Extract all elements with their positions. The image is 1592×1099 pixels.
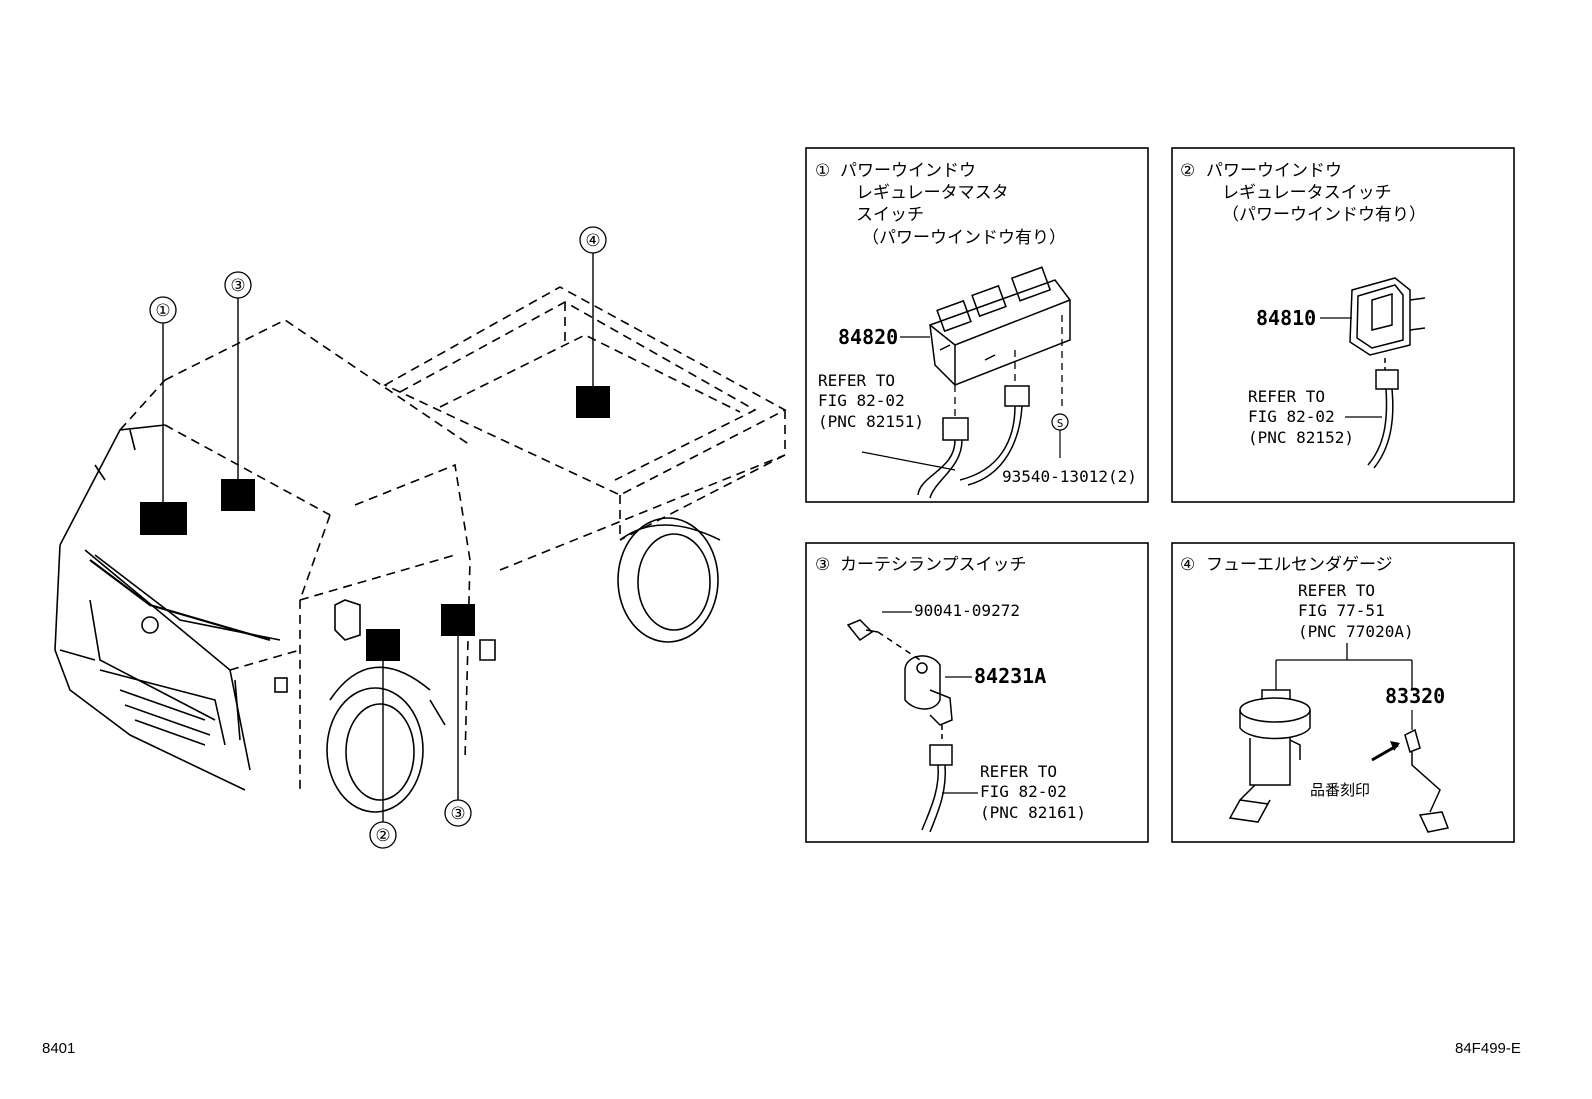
panel-4-note: 品番刻印: [1310, 781, 1370, 799]
callout-leaders: [162, 253, 594, 822]
marker-3-lower: [441, 604, 475, 636]
marker-1: [140, 502, 187, 535]
panel-2-title-3: （パワーウインドウ有り）: [1222, 205, 1426, 225]
panel-3: ③ カーテシランプスイッチ 90041-09272 84231A REFER T…: [805, 542, 1149, 843]
panel-3-ref-3: (PNC 82161): [980, 803, 1086, 822]
callout-3-bottom: ③: [444, 799, 472, 827]
panel-2-part: 84810: [1256, 306, 1316, 330]
panel-4-ref-2: FIG 77-51: [1298, 601, 1385, 620]
panel-3-num: ③: [815, 555, 830, 575]
truck-illustration: [54, 286, 787, 813]
panel-4-part: 83320: [1385, 684, 1445, 708]
panel-1-sub-part: 93540-13012(2): [1002, 467, 1137, 486]
panel-2-ref-2: FIG 82-02: [1248, 407, 1335, 426]
panel-1-ref-1: REFER TO: [818, 371, 895, 390]
truck-callouts: ① ③ ④ ② ③: [149, 226, 607, 849]
panel-2-ref-3: (PNC 82152): [1248, 428, 1354, 447]
panel-3-ref-1: REFER TO: [980, 762, 1057, 781]
window-switch-drawing: [1349, 277, 1426, 469]
panel-3-part: 84231A: [974, 664, 1046, 688]
location-markers: [140, 386, 610, 661]
callout-2-label: ②: [375, 826, 390, 846]
panel-3-sub-part: 90041-09272: [914, 601, 1020, 620]
panel-3-ref-2: FIG 82-02: [980, 782, 1067, 801]
marker-4: [576, 386, 610, 418]
panel-1-title-1: パワーウインドウ: [840, 161, 976, 181]
panel-4-ref-3: (PNC 77020A): [1298, 622, 1414, 641]
panel-2-title-1: パワーウインドウ: [1206, 161, 1342, 181]
marker-2: [366, 629, 400, 661]
panel-3-title-1: カーテシランプスイッチ: [840, 555, 1027, 575]
callout-3-bottom-label: ③: [450, 804, 465, 824]
panel-1-num: ①: [815, 161, 830, 181]
callout-4: ④: [579, 226, 607, 254]
callout-2: ②: [369, 821, 397, 849]
callout-4-label: ④: [585, 231, 600, 251]
fuel-pump-drawing: [1228, 689, 1311, 823]
cargo-bed: [383, 286, 787, 571]
panel-1-title-3: スイッチ: [856, 205, 924, 225]
panel-1-part: 84820: [838, 325, 898, 349]
courtesy-switch-drawing: [846, 619, 953, 833]
side-mirror: [334, 599, 361, 641]
panel-4-ref-1: REFER TO: [1298, 581, 1375, 600]
connectors-1: [917, 385, 1030, 499]
figure-code-left: 8401: [42, 1040, 76, 1057]
master-switch-drawing: [929, 266, 1071, 386]
panel-1-sub-mark: S: [1057, 417, 1064, 430]
panel-1: ① パワーウインドウ レギュレータマスタ スイッチ （パワーウインドウ有り）: [805, 147, 1149, 503]
sender-gauge-drawing: [1404, 728, 1450, 833]
ref-bracket: [1275, 643, 1413, 690]
figure-code-right: 84F499-E: [1455, 1040, 1521, 1057]
callout-3-top-label: ③: [230, 276, 245, 296]
panel-1-title-4: （パワーウインドウ有り）: [862, 228, 1066, 248]
panel-4-title-1: フューエルセンダゲージ: [1206, 555, 1393, 575]
callout-1: ①: [149, 296, 177, 324]
panel-4-num: ④: [1180, 555, 1195, 575]
cab-outline: [119, 319, 471, 790]
rear-wheel: [617, 517, 721, 643]
callout-1-label: ①: [155, 301, 170, 321]
panel-4: ④ フューエルセンダゲージ REFER TO FIG 77-51 (PNC 77…: [1171, 542, 1515, 843]
panel-1-ref-2: FIG 82-02: [818, 391, 905, 410]
callout-3-top: ③: [224, 271, 252, 299]
master-switch-leaders: [954, 315, 1063, 420]
panel-2-title-2: レギュレータスイッチ: [1222, 183, 1392, 203]
marker-3-upper: [221, 479, 255, 511]
panel-1-ref-3: (PNC 82151): [818, 412, 924, 431]
panel-1-title-2: レギュレータマスタ: [856, 183, 1009, 203]
front-wheel: [326, 666, 431, 813]
panel-2-ref-1: REFER TO: [1248, 387, 1325, 406]
panel-2-num: ②: [1180, 161, 1195, 181]
panel-2: ② パワーウインドウ レギュレータスイッチ （パワーウインドウ有り） 84810…: [1171, 147, 1515, 503]
cab-front: [54, 424, 288, 791]
